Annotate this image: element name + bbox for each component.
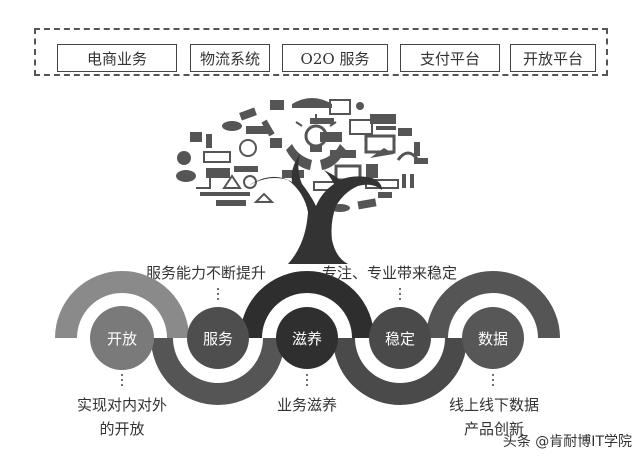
note-nourish: 业务滋养 <box>262 393 352 417</box>
modules-frame <box>34 28 608 76</box>
node-label-data: 数据 <box>477 330 508 348</box>
module-open-platform: 开放平台 <box>510 44 596 72</box>
arc-data <box>426 271 560 339</box>
note-data-line1: 线上线下数据 <box>448 396 539 414</box>
module-payment: 支付平台 <box>400 44 500 72</box>
note-nourish-line1: 业务滋养 <box>276 396 337 414</box>
module-ecommerce: 电商业务 <box>57 44 177 72</box>
node-label-service: 服务 <box>202 330 233 348</box>
arc-service <box>151 337 285 405</box>
tree-icon <box>176 98 428 264</box>
note-open-line1: 实现对内对外 <box>76 396 167 414</box>
node-data <box>462 307 524 369</box>
connector-open <box>120 374 124 389</box>
note-open: 实现对内对外 的开放 <box>62 393 182 441</box>
caption-service-capability: 服务能力不断提升 <box>146 264 267 282</box>
node-open <box>90 306 154 370</box>
node-nourish <box>276 307 338 369</box>
note-data-line2: 产品创新 <box>463 420 524 438</box>
node-label-stable: 稳定 <box>384 330 415 348</box>
connector-stable <box>398 288 402 303</box>
note-data: 线上线下数据 产品创新 <box>434 393 554 441</box>
arc-stable <box>333 337 467 405</box>
arc-nourish <box>240 271 374 339</box>
note-open-line2: 的开放 <box>99 420 145 438</box>
node-label-nourish: 滋养 <box>291 330 322 348</box>
watermark: 头条 @肯耐博IT学院 <box>502 434 632 450</box>
node-service <box>187 307 249 369</box>
node-label-open: 开放 <box>106 330 137 348</box>
module-logistics: 物流系统 <box>190 44 270 72</box>
connector-service <box>216 288 220 303</box>
connector-nourish <box>305 374 309 389</box>
arc-open <box>55 271 189 339</box>
connector-data <box>491 374 495 389</box>
tree-illustration <box>170 96 470 264</box>
node-stable <box>369 307 431 369</box>
caption-focus-stability: 专注、专业带来稳定 <box>322 264 458 282</box>
module-o2o: O2O 服务 <box>282 44 388 72</box>
